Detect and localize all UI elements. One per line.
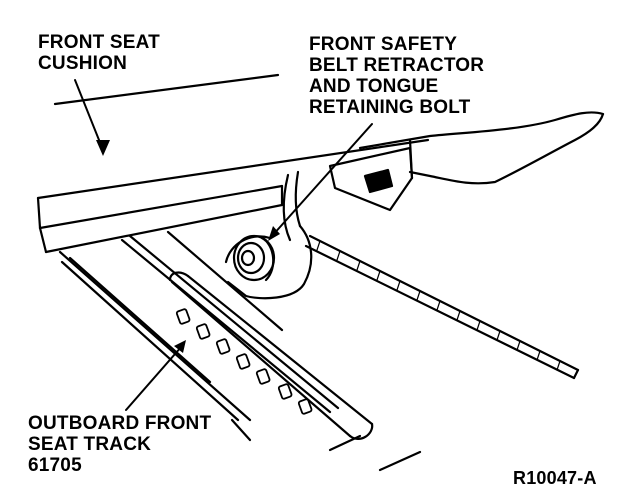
seat-hook-handle [328, 111, 605, 212]
retractor-bracket [224, 170, 313, 300]
retaining-bolt [232, 234, 276, 282]
label-line: FRONT SEAT [38, 32, 160, 53]
belt-webbing [304, 234, 580, 380]
track-arrowhead [174, 340, 186, 353]
label-line: RETAINING BOLT [309, 97, 471, 118]
label-line: OUTBOARD FRONT [28, 413, 212, 434]
cushion-arrowhead [96, 140, 110, 156]
label-line: BELT RETRACTOR [309, 55, 485, 76]
label-line: CUSHION [38, 53, 128, 74]
label-line: AND TONGUE [309, 76, 439, 97]
track-adjustment-slots [175, 308, 313, 415]
belt-webbing-hatch [316, 240, 561, 371]
leader-lines [74, 79, 373, 411]
label-line: 61705 [28, 455, 82, 476]
retractor-bolt-label: FRONT SAFETY BELT RETRACTOR AND TONGUE R… [309, 34, 484, 118]
seat-cushion-outline [36, 73, 430, 254]
figure-id-label: R10047-A [513, 468, 597, 489]
figure-id-text: R10047-A [513, 468, 597, 488]
label-line: FRONT SAFETY [309, 34, 458, 55]
label-line: SEAT TRACK [28, 434, 152, 455]
bolt-arrowhead [268, 226, 280, 241]
front-seat-cushion-label: FRONT SEAT CUSHION [38, 32, 160, 74]
seat-track-rails [58, 230, 422, 472]
seat-track-label: OUTBOARD FRONT SEAT TRACK 61705 [28, 413, 211, 476]
